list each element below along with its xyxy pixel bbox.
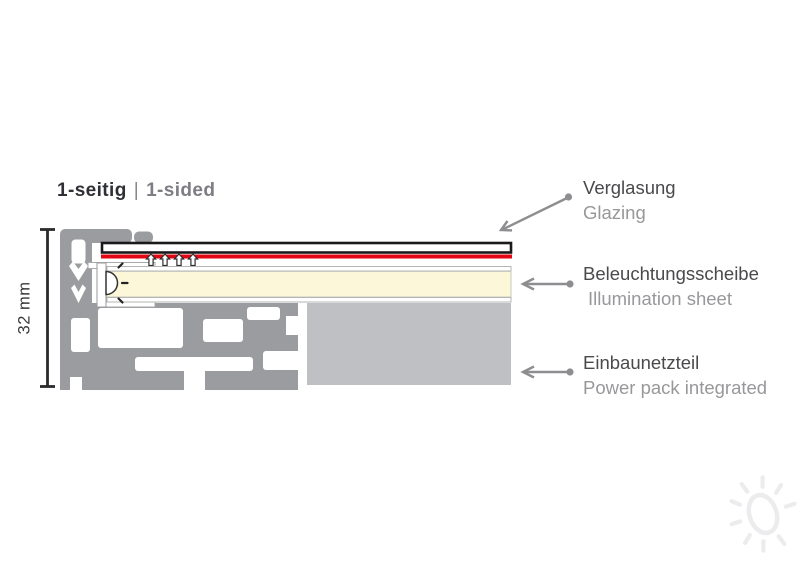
annotation-arrow-illumination-sheet xyxy=(520,277,574,291)
light-direction-arrow-icon xyxy=(145,253,199,267)
annotation-arrow-glazing xyxy=(498,193,573,232)
annotation-term: Verglasung xyxy=(583,177,676,198)
title-secondary: 1-sided xyxy=(146,180,216,201)
diagram-title: 1-seitig | 1-sided xyxy=(57,180,215,202)
glazing-red-seal xyxy=(101,254,512,259)
annotation-illumination-sheet: Beleuchtungsscheibe Illumination sheet xyxy=(583,262,759,311)
sun-watermark-icon xyxy=(729,475,797,553)
annotation-arrow-power-pack xyxy=(520,365,574,379)
led-light-icon xyxy=(96,262,129,308)
profile-hollow-chambers xyxy=(69,239,302,390)
annotation-power-pack: Einbaunetzteil Power pack integrated xyxy=(583,351,767,400)
power-pack-block xyxy=(307,303,511,385)
glazing-layer xyxy=(100,241,513,259)
annotation-glazing: Verglasung Glazing xyxy=(583,176,676,225)
title-separator: | xyxy=(133,180,140,201)
title-primary: 1-seitig xyxy=(57,180,127,201)
annotation-term: Beleuchtungsscheibe xyxy=(583,263,759,284)
annotation-translation: Illumination sheet xyxy=(588,287,732,309)
dimension-label: 32 mm xyxy=(15,281,34,335)
dimension-indicator xyxy=(40,228,55,388)
annotation-term: Einbaunetzteil xyxy=(583,352,700,373)
annotation-translation: Glazing xyxy=(583,201,646,223)
annotation-arrow-icon xyxy=(498,193,574,379)
illumination-sheet-layer xyxy=(106,266,512,303)
annotation-translation: Power pack integrated xyxy=(583,376,768,398)
